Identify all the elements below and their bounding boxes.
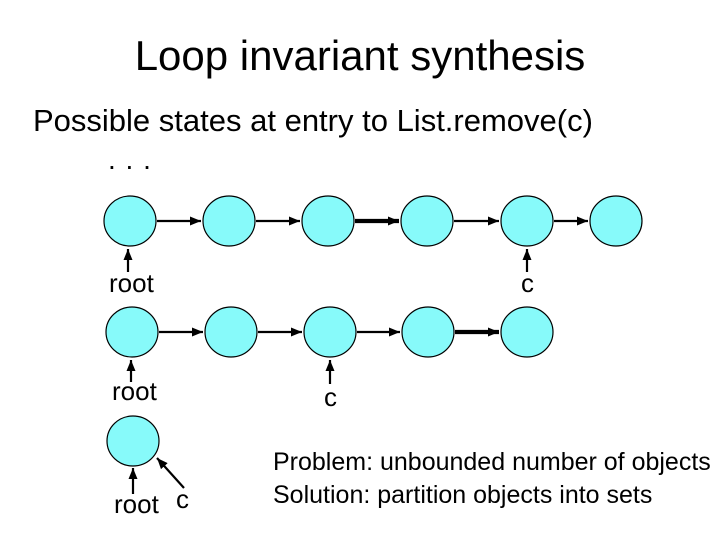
problem-text: Problem: unbounded number of objects: [273, 448, 711, 476]
root-label: root: [109, 268, 155, 298]
c-label: c: [324, 382, 337, 412]
list-node: [401, 306, 455, 358]
solution-text: Solution: partition objects into sets: [273, 481, 653, 509]
root-label: root: [114, 489, 160, 519]
list-node: [500, 306, 554, 358]
list-node: [400, 195, 454, 247]
slide-title: Loop invariant synthesis: [134, 32, 586, 79]
c-label: c: [521, 268, 534, 298]
list-node: [202, 195, 256, 247]
list-node: [106, 415, 160, 467]
list-node: [500, 195, 554, 247]
c-pointer-arrow: [156, 457, 185, 489]
slide-subtitle: Possible states at entry to List.remove(…: [33, 103, 593, 138]
c-label: c: [176, 484, 189, 514]
ellipsis-text: . . .: [108, 144, 152, 175]
list-node: [589, 195, 643, 247]
list-node: [105, 306, 159, 358]
list-node: [301, 195, 355, 247]
root-label: root: [112, 376, 158, 406]
list-node: [303, 306, 357, 358]
list-node: [103, 195, 157, 247]
list-node: [204, 306, 258, 358]
